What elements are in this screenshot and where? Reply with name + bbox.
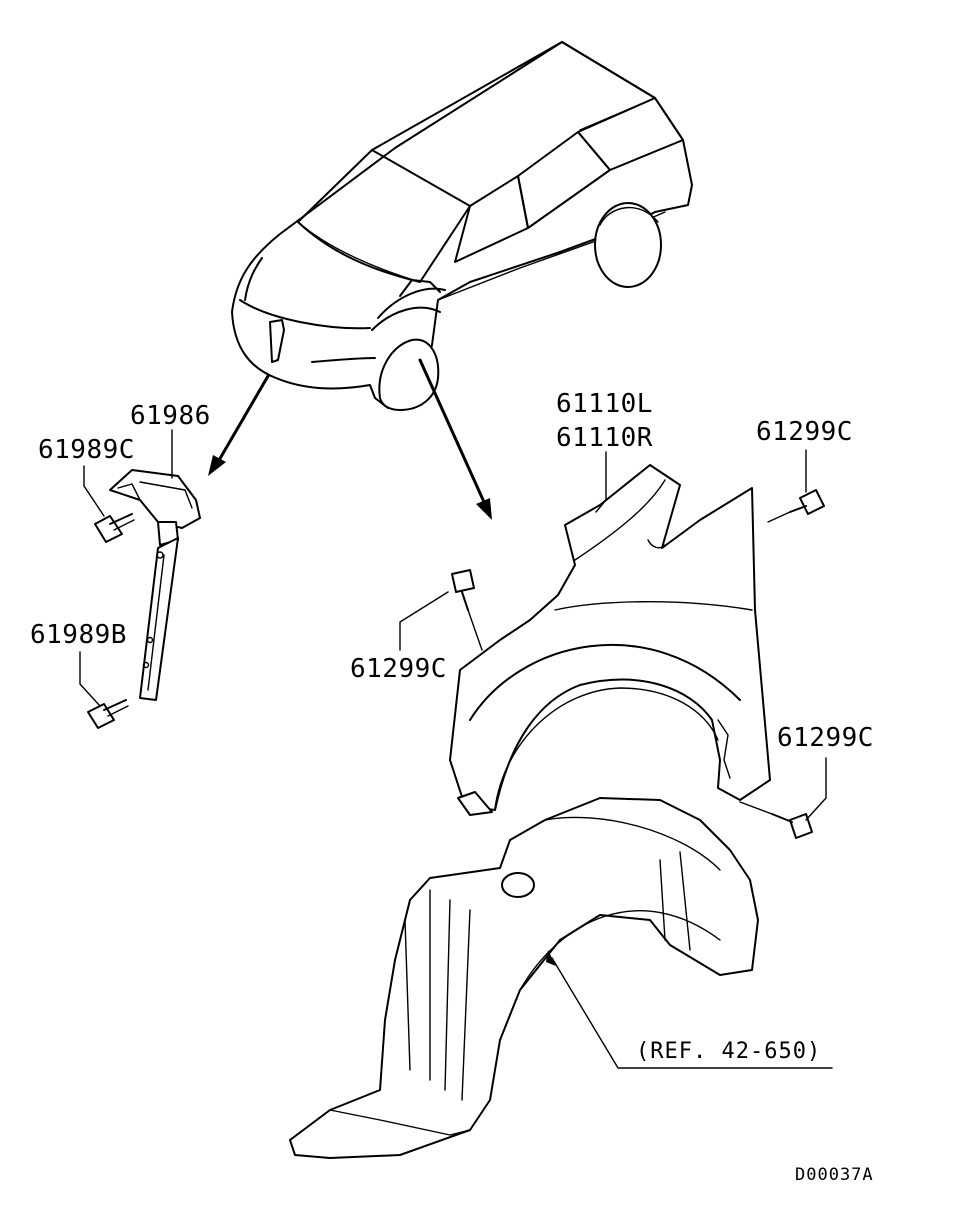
label-61989B: 61989B bbox=[30, 620, 127, 650]
drawing-code: D00037A bbox=[795, 1165, 874, 1185]
label-61110L: 61110L bbox=[556, 389, 653, 419]
callout-arrows bbox=[208, 358, 492, 520]
label-ref-42-650: (REF. 42-650) bbox=[636, 1039, 821, 1064]
bolt-61989B bbox=[87, 699, 129, 729]
front-fender bbox=[449, 464, 771, 816]
vehicle-outline bbox=[231, 41, 693, 411]
bolt-61299C-left bbox=[451, 569, 483, 651]
label-61299C-top: 61299C bbox=[756, 417, 853, 447]
bolt-61299C-top bbox=[767, 489, 825, 523]
label-61989C: 61989C bbox=[38, 435, 135, 465]
label-61299C-left: 61299C bbox=[350, 654, 447, 684]
wheel-house-liner bbox=[289, 797, 759, 1159]
liner-ref-leader bbox=[546, 950, 833, 1069]
bolt-61299C-bottom bbox=[739, 801, 813, 839]
fender-leaders bbox=[399, 449, 827, 821]
label-61986: 61986 bbox=[130, 401, 211, 431]
bolt-61989C bbox=[94, 513, 135, 543]
height-sensor-assembly bbox=[109, 469, 201, 701]
label-61110R: 61110R bbox=[556, 423, 653, 453]
sensor-leaders bbox=[79, 429, 173, 707]
label-61299C-bottom: 61299C bbox=[777, 723, 874, 753]
